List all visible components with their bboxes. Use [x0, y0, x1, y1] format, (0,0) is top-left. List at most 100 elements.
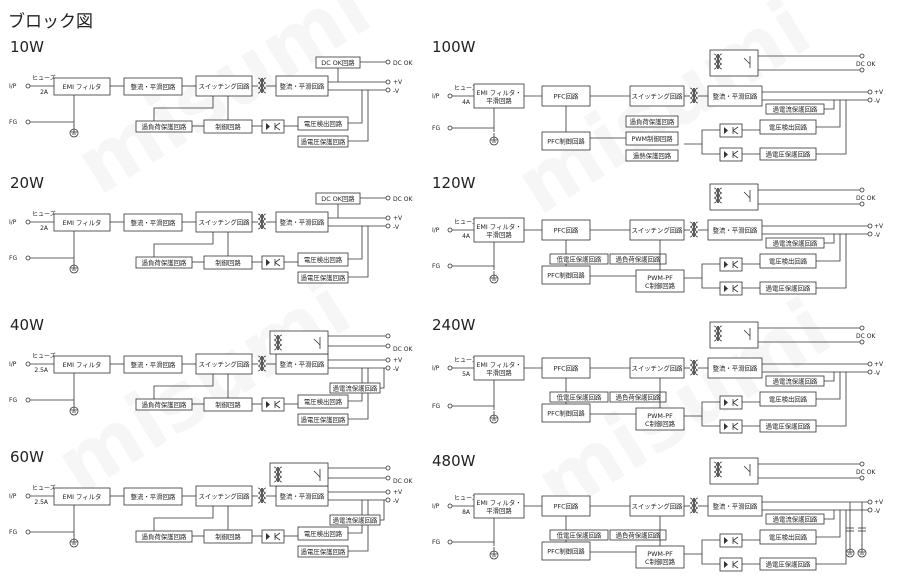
- output-rectifier-box: [707, 357, 763, 379]
- block-40w: 40WI/Pヒューズ2.5AEMI フィルタ整流・平滑回路スイッチング回路整流・…: [9, 316, 413, 426]
- wire: [732, 398, 739, 403]
- plus-v-label: +V: [874, 223, 884, 230]
- pfc-label: PFC回路: [554, 226, 579, 235]
- overload-box: [609, 391, 667, 403]
- fuse-value: 4A: [462, 99, 471, 106]
- photocoupler-icon: [719, 557, 743, 572]
- terminal-icon: [385, 195, 391, 201]
- block-240w: 240WI/Pヒューズ5AEMI フィルタ・平滑回路PFC回路スイッチング回路整…: [432, 316, 884, 434]
- wire: [816, 234, 841, 262]
- dc-ok-circuit-label: DC OK回路: [321, 194, 355, 203]
- wire: [732, 126, 739, 131]
- terminal-icon: [447, 403, 453, 409]
- transformer-icon: [713, 325, 723, 342]
- terminal-icon: [385, 79, 391, 85]
- relay-icon: [709, 183, 759, 211]
- transformer-icon: [273, 334, 283, 351]
- minus-v-label: -V: [874, 98, 881, 105]
- pfc-control-label: PFC制御回路: [547, 547, 585, 556]
- terminal-icon: [447, 539, 453, 545]
- wire: [816, 372, 841, 400]
- pwm-pfc-control-label: C制御回路: [645, 419, 676, 428]
- voltage-detect-box: [297, 252, 349, 267]
- pwm-control-box: [625, 131, 679, 146]
- fuse-label: ヒューズ: [454, 356, 478, 364]
- ground-icon: [857, 545, 867, 558]
- pfc-control-label: PFC制御回路: [547, 409, 585, 418]
- wire: [153, 506, 214, 531]
- terminal-icon: [25, 255, 31, 261]
- wire: [743, 329, 751, 337]
- rectifier-box: [123, 487, 183, 506]
- output-rectifier-label: 整流・平滑回路: [280, 218, 325, 227]
- dc-ok-label: DC OK: [393, 346, 413, 353]
- block-title: 480W: [432, 452, 476, 470]
- ip-label: I/P: [9, 83, 17, 90]
- overvoltage-box: [297, 545, 349, 558]
- overvoltage-label: 過電圧保護回路: [301, 137, 346, 146]
- transformer-icon: [257, 77, 267, 94]
- overload-label: 過負荷保護回路: [630, 117, 675, 126]
- emi-filter-label: EMI フィルタ: [63, 218, 102, 227]
- overcurrent-label: 過電流保護回路: [333, 516, 378, 525]
- fuse-label: ヒューズ: [454, 494, 478, 502]
- emi-filter-label: EMI フィルタ・: [476, 498, 521, 507]
- ground-icon: [489, 547, 499, 560]
- transformer-icon: [257, 213, 267, 230]
- wire: [274, 532, 281, 537]
- wire: [732, 560, 739, 565]
- wire: [274, 258, 281, 263]
- photocoupler-icon: [719, 419, 743, 434]
- fuse-label: ヒューズ: [32, 210, 56, 218]
- wire: [824, 100, 835, 110]
- minus-v-label: -V: [393, 366, 400, 373]
- wire: [732, 260, 739, 265]
- wire: [732, 284, 739, 289]
- terminal-icon: [25, 493, 31, 499]
- plus-v-label: +V: [393, 79, 403, 86]
- photocoupler-icon: [719, 257, 743, 272]
- terminal-icon: [859, 461, 865, 467]
- photocoupler-icon: [261, 397, 285, 412]
- relay-icon: [709, 321, 759, 349]
- output-rectifier-label: 整流・平滑回路: [713, 226, 758, 235]
- terminal-icon: [447, 503, 453, 509]
- overload-label: 過負荷保護回路: [142, 532, 187, 541]
- pwm-pfc-control-label: PWM-PF: [647, 550, 673, 558]
- rectifier-label: 整流・平滑回路: [131, 360, 176, 369]
- block-title: 120W: [432, 174, 476, 192]
- fg-label: FG: [9, 119, 17, 126]
- wire: [684, 401, 720, 417]
- wire: [348, 368, 363, 402]
- overload-label: 過負荷保護回路: [142, 122, 187, 131]
- ground-icon: [69, 125, 79, 138]
- undervoltage-label: 低電圧保護回路: [557, 255, 602, 264]
- fuse-label: ヒューズ: [454, 218, 478, 226]
- overvoltage-label: 過電圧保護回路: [766, 560, 811, 569]
- transformer-icon: [257, 355, 267, 372]
- ip-label: I/P: [432, 93, 440, 100]
- control-label: 制御回路: [215, 532, 241, 541]
- switching-label: スイッチング回路: [631, 92, 683, 101]
- terminal-icon: [25, 119, 31, 125]
- pfc-control-label: PFC制御回路: [547, 137, 585, 146]
- emi-filter-label: EMI フィルタ: [63, 492, 102, 501]
- wire: [313, 338, 321, 346]
- voltage-detect-label: 電圧検出回路: [769, 533, 808, 542]
- overcurrent-label: 過電流保護回路: [773, 377, 818, 386]
- overheat-label: 過熱保護回路: [633, 151, 672, 160]
- overload-label: 過負荷保護回路: [616, 393, 661, 402]
- transformer-icon: [689, 497, 699, 514]
- minus-v-label: -V: [874, 508, 881, 515]
- terminal-icon: [867, 369, 873, 375]
- ip-label: I/P: [432, 365, 440, 372]
- fuse-label: ヒューズ: [32, 74, 56, 82]
- plus-v-label: +V: [874, 89, 884, 96]
- fg-label: FG: [432, 125, 440, 132]
- switching-label: スイッチング回路: [198, 218, 250, 227]
- overvoltage-label: 過電圧保護回路: [766, 284, 811, 293]
- wire: [701, 554, 720, 565]
- overload-box: [609, 253, 667, 265]
- wire: [274, 126, 281, 131]
- terminal-icon: [385, 465, 391, 471]
